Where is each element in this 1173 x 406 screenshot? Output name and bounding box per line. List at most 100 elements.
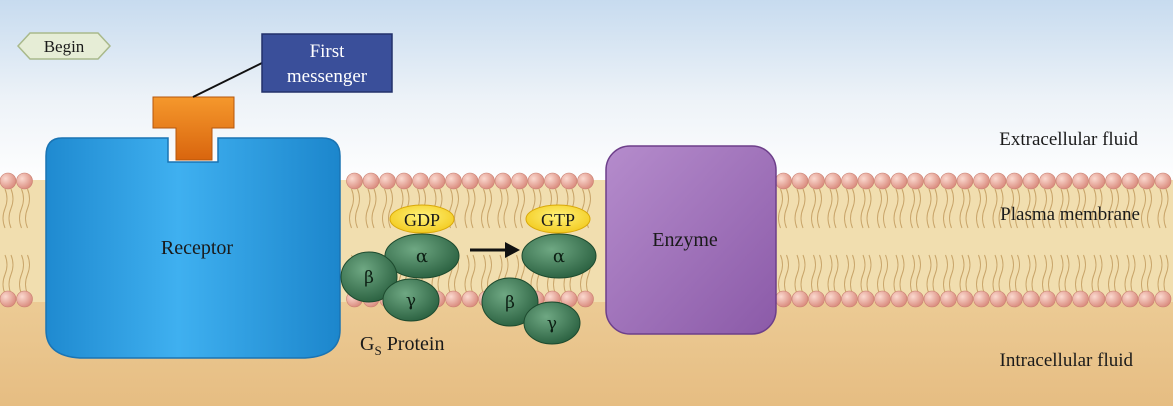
phospholipid-head — [907, 290, 924, 308]
phospholipid-head — [560, 172, 578, 190]
intracellular-label: Intracellular fluid — [1000, 350, 1134, 371]
beta-subunit-active — [481, 277, 539, 327]
phospholipid-head — [445, 290, 462, 308]
phospholipid-head — [379, 172, 396, 190]
phospholipid-head — [412, 172, 429, 190]
phospholipid-head — [890, 172, 908, 190]
phospholipid-head — [841, 172, 858, 190]
phospholipid-head — [940, 172, 957, 190]
gdp-molecule — [389, 204, 455, 234]
begin-label: Begin — [44, 37, 85, 56]
phospholipid-head — [1105, 172, 1122, 190]
phospholipid-head — [16, 290, 33, 308]
phospholipid-head — [478, 172, 495, 190]
phospholipid-head — [1105, 290, 1122, 308]
alpha-label-active: α — [553, 246, 565, 267]
phospholipid-head — [808, 290, 825, 308]
phospholipid-head — [1088, 290, 1106, 308]
phospholipid-head — [1154, 172, 1172, 190]
gamma-label-inactive: γ — [406, 291, 416, 311]
phospholipid-head — [1039, 290, 1056, 308]
phospholipid-head — [874, 172, 891, 190]
phospholipid-head — [511, 172, 528, 190]
beta-label-inactive: β — [364, 268, 374, 288]
receptor: Receptor — [45, 137, 341, 359]
phospholipid-head — [577, 290, 594, 308]
beta-subunit-inactive — [340, 251, 398, 303]
phospholipid-head — [989, 290, 1007, 308]
gs-protein-inactive: GDP α β γ — [340, 204, 460, 322]
phospholipid-head — [923, 172, 941, 190]
phospholipid-head — [874, 290, 891, 308]
receptor-label: Receptor — [161, 237, 234, 259]
gtp-molecule — [525, 204, 591, 234]
lipid-tails — [2, 188, 1169, 295]
phospholipid-head — [791, 172, 809, 190]
enzyme-label: Enzyme — [652, 229, 718, 251]
begin-badge: Begin — [16, 32, 112, 60]
gamma-subunit-inactive — [382, 278, 440, 322]
phospholipid-head — [907, 172, 924, 190]
gtp-label: GTP — [541, 210, 575, 230]
phospholipid-head — [428, 172, 446, 190]
activation-arrow — [470, 242, 520, 258]
gdp-label: GDP — [404, 210, 440, 230]
enzyme: Enzyme — [605, 145, 777, 335]
first-messenger-line1: First — [310, 41, 346, 62]
phospholipid-head — [775, 172, 792, 190]
phospholipid-head — [1022, 172, 1040, 190]
phospholipid-head — [1072, 172, 1089, 190]
phospholipid-head — [956, 290, 974, 308]
phospholipid-head — [577, 172, 594, 190]
phospholipid-head — [1121, 172, 1139, 190]
beta-label-active: β — [505, 293, 515, 313]
first-messenger-ligand — [152, 96, 235, 161]
phospholipid-head — [1055, 290, 1073, 308]
phospholipid-head — [973, 290, 990, 308]
phospholipid-head — [461, 172, 479, 190]
alpha-subunit-active — [521, 233, 597, 279]
first-messenger-line2: messenger — [287, 66, 368, 87]
phospholipid-head — [857, 172, 875, 190]
phospholipid-head — [346, 172, 363, 190]
phospholipid-heads-outer — [0, 172, 1172, 190]
phospholipid-head — [1088, 172, 1106, 190]
phospholipid-head — [808, 172, 825, 190]
phospholipid-head — [940, 290, 957, 308]
phospholipid-head — [0, 290, 17, 308]
phospholipid-head — [362, 172, 380, 190]
phospholipid-head — [824, 172, 842, 190]
phospholipid-head — [494, 172, 512, 190]
gamma-label-active: γ — [547, 314, 557, 334]
phospholipid-head — [1138, 290, 1155, 308]
phospholipid-head — [857, 290, 875, 308]
phospholipid-head — [1022, 290, 1040, 308]
phospholipid-head — [973, 172, 990, 190]
gs-protein-active: GTP α β γ — [481, 204, 597, 345]
phospholipid-head — [956, 172, 974, 190]
phospholipid-head — [824, 290, 842, 308]
phospholipid-head — [1121, 290, 1139, 308]
callout-line — [192, 61, 265, 98]
phospholipid-head — [791, 290, 809, 308]
plasma-membrane-label: Plasma membrane — [1000, 204, 1140, 225]
gs-protein-label: GS Protein — [360, 333, 444, 358]
phospholipid-head — [1006, 172, 1023, 190]
phospholipid-head — [1039, 172, 1056, 190]
phospholipid-head — [1055, 172, 1073, 190]
first-messenger-box: First messenger — [261, 33, 393, 93]
phospholipid-head — [445, 172, 462, 190]
extracellular-label: Extracellular fluid — [999, 129, 1138, 150]
phospholipid-head — [544, 172, 561, 190]
phospholipid-head — [1006, 290, 1023, 308]
phospholipid-head — [395, 172, 413, 190]
phospholipid-head — [0, 172, 17, 190]
phospholipid-head — [16, 172, 33, 190]
phospholipid-head — [1154, 290, 1172, 308]
phospholipid-head — [527, 172, 545, 190]
phospholipid-head — [775, 290, 792, 308]
gamma-subunit-active — [523, 301, 581, 345]
phospholipid-head — [923, 290, 941, 308]
phospholipid-head — [1138, 172, 1155, 190]
